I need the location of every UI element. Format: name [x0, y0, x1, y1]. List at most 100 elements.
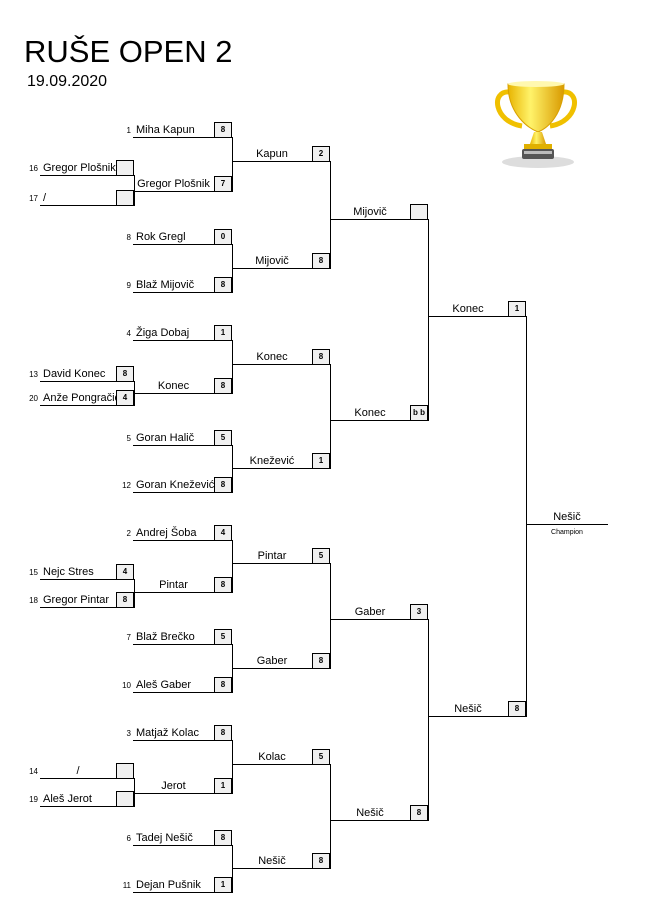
score-box: 4: [214, 525, 232, 540]
bracket-entry: Konec b b: [330, 404, 428, 421]
score-box: 8: [214, 725, 232, 740]
seed-number: 18: [29, 596, 38, 605]
score-box: [116, 190, 134, 205]
bracket-connector: [330, 161, 331, 269]
bracket-entry: 5 Goran Halič 5: [127, 429, 232, 446]
player-name: Gaber: [256, 655, 288, 667]
seed-number: 15: [29, 568, 38, 577]
score-box: 1: [214, 877, 232, 892]
bracket-entry: 17/: [29, 189, 134, 206]
score-box: [116, 791, 134, 806]
score-box: [116, 160, 134, 175]
bracket-connector: [526, 316, 527, 717]
bracket-connector: [232, 445, 233, 493]
seed-number: 19: [29, 795, 38, 804]
score-box: 2: [312, 146, 330, 161]
bracket-connector: [428, 219, 429, 421]
bracket-entry: 3 Matjaž Kolac 8: [127, 724, 232, 741]
score-box: 8: [214, 830, 232, 845]
score-box: 5: [214, 629, 232, 644]
score-box: 8: [214, 677, 232, 692]
score-box: 8: [214, 122, 232, 137]
player-name: Nejc Stres: [43, 566, 94, 578]
bracket-entry: 19 Aleš Jerot: [29, 790, 134, 807]
score-box: 3: [410, 604, 428, 619]
score-box: 1: [508, 301, 526, 316]
player-name: Pintar: [159, 579, 188, 591]
score-box: 1: [214, 325, 232, 340]
trophy-icon: [495, 81, 577, 168]
score-box: 7: [214, 176, 232, 191]
seed-number: 20: [29, 394, 38, 403]
score-box: 8: [312, 349, 330, 364]
bracket-entry: Gaber 3: [330, 603, 428, 620]
seed-number: 4: [126, 329, 131, 338]
player-name: Knežević: [249, 455, 295, 467]
score-box: 8: [312, 653, 330, 668]
score-box: 8: [410, 805, 428, 820]
player-name: Anže Pongračić: [43, 392, 121, 404]
player-name: Aleš Jerot: [43, 793, 92, 805]
player-name: Gregor Plošnik: [137, 178, 210, 190]
score-box: 1: [214, 778, 232, 793]
player-name: /: [43, 192, 47, 204]
champion-name: Nešič: [553, 511, 581, 523]
bracket-connector: [428, 619, 429, 821]
bracket-entry: Kapun 2: [232, 145, 330, 162]
seed-number: 8: [126, 233, 131, 242]
player-name: Blaž Mijovič: [136, 279, 195, 291]
champion-label: Champion: [551, 529, 583, 536]
score-box: 5: [214, 430, 232, 445]
bracket-connector: [232, 340, 233, 394]
player-name: Konec: [157, 380, 190, 392]
player-name: Tadej Nešič: [136, 832, 193, 844]
tournament-title: RUŠE OPEN 2: [24, 34, 233, 69]
player-name: David Konec: [43, 368, 106, 380]
player-name: Jerot: [161, 780, 186, 792]
player-name: Nešič: [258, 855, 286, 867]
player-name: Goran Halič: [136, 432, 195, 444]
seed-number: 12: [122, 481, 131, 490]
player-name: Gregor Plošnik: [43, 162, 116, 174]
score-box: 8: [214, 277, 232, 292]
player-name: Kapun: [256, 148, 288, 160]
seed-number: 2: [126, 529, 131, 538]
score-box: 4: [116, 564, 134, 579]
score-box: 8: [214, 477, 232, 492]
score-box: 8: [116, 366, 134, 381]
bracket-entry: 15 Nejc Stres 4: [29, 563, 134, 580]
player-name: Pintar: [257, 550, 287, 562]
seed-number: 13: [29, 370, 38, 379]
seed-number: 5: [126, 434, 131, 443]
score-box: 5: [312, 749, 330, 764]
seed-number: 11: [122, 881, 131, 890]
seed-number: 10: [122, 681, 131, 690]
score-box: 8: [508, 701, 526, 716]
bracket-connector: [232, 740, 233, 794]
bracket-connector: [232, 845, 233, 893]
bracket-entry: 14/: [29, 762, 134, 779]
player-name: Matjaž Kolac: [136, 727, 199, 739]
player-name: Goran Knežević: [136, 479, 215, 491]
player-name: Nešič: [454, 703, 482, 715]
player-name: Gaber: [354, 606, 386, 618]
score-box: 4: [116, 390, 134, 405]
score-box: b b: [410, 405, 428, 420]
score-box: 8: [312, 253, 330, 268]
score-box: 0: [214, 229, 232, 244]
seed-number: 7: [126, 633, 131, 642]
player-name: Konec: [354, 407, 386, 419]
bracket-connector: [134, 175, 135, 206]
player-name: Andrej Šoba: [136, 527, 197, 539]
seed-number: 3: [126, 729, 131, 738]
